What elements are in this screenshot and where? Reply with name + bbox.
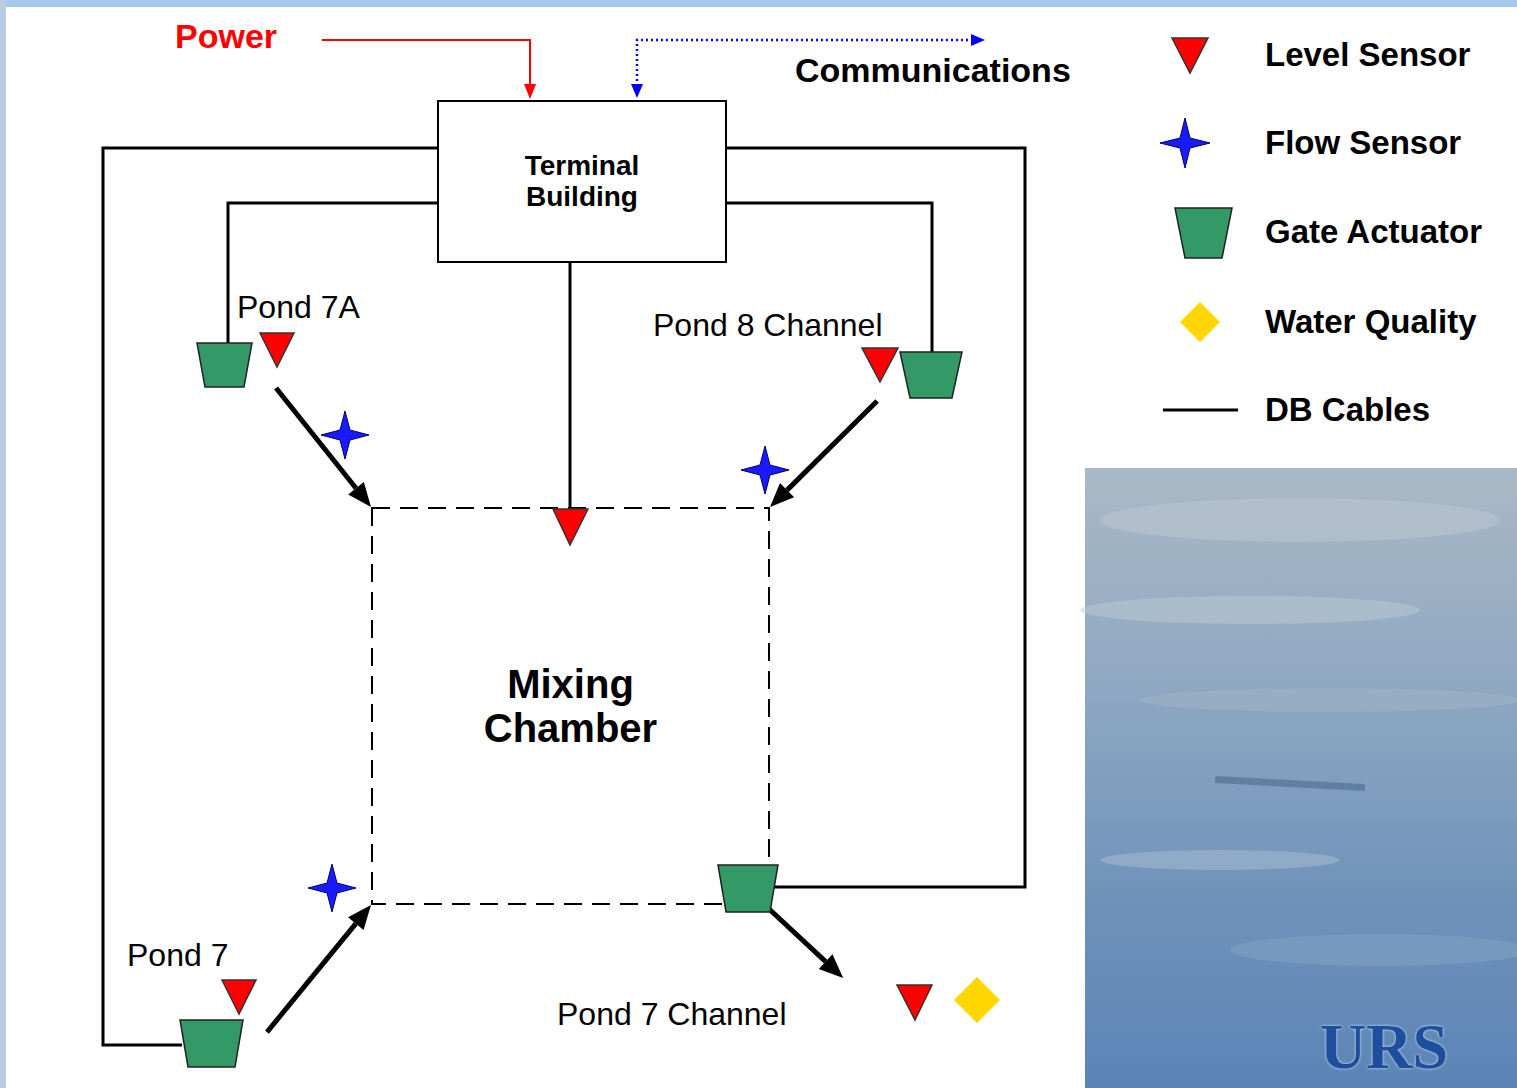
flow-arrow — [765, 905, 843, 978]
pond-label: Pond 7 Channel — [552, 978, 1007, 1037]
level-sensors — [222, 333, 932, 1020]
dashed-outline — [371, 507, 770, 905]
legend-label: Flow Sensor — [1265, 125, 1461, 161]
arrow-head — [819, 954, 843, 978]
node-text: Mixing Chamber — [451, 662, 691, 750]
arrow-head — [770, 483, 794, 507]
communications-label: Communications — [795, 52, 1071, 89]
db-cables — [103, 148, 1025, 1045]
node-text: Pond 7 — [127, 938, 228, 973]
legend-label: Gate Actuator — [1265, 214, 1482, 250]
node-text: Pond 7 Channel — [557, 997, 787, 1032]
communications-link — [631, 34, 985, 98]
gate-actuators — [180, 343, 962, 1067]
flow-arrow — [267, 905, 371, 1032]
site-photo — [1080, 468, 1517, 1088]
terminal-building-box: Terminal Building — [437, 100, 727, 263]
legend-symbols — [1160, 38, 1238, 410]
arrow-shaft — [787, 401, 877, 490]
power-feed — [322, 40, 536, 99]
arrow-shaft — [765, 905, 826, 962]
mixing-chamber-box: Mixing Chamber — [371, 507, 770, 905]
flow-arrow — [276, 388, 371, 507]
logo-text: URS — [1320, 1012, 1448, 1082]
flow-sensors — [308, 411, 789, 912]
arrow-head — [348, 905, 371, 930]
legend-label: DB Cables — [1265, 392, 1430, 428]
arrow-head — [348, 482, 371, 507]
node-text: Pond 8 Channel — [653, 308, 883, 343]
legend-label: Level Sensor — [1265, 37, 1470, 73]
node-text: Pond 7A — [237, 290, 360, 325]
power-label: Power — [175, 18, 277, 55]
dashed-border — [372, 508, 769, 904]
arrow-shaft — [267, 924, 356, 1032]
top-band — [0, 0, 1517, 7]
legend-label: Water Quality — [1265, 304, 1477, 340]
water-quality-sensor — [954, 977, 1000, 1023]
node-text: Terminal Building — [497, 151, 667, 213]
left-band — [0, 0, 6, 1088]
flow-arrow — [770, 401, 877, 507]
